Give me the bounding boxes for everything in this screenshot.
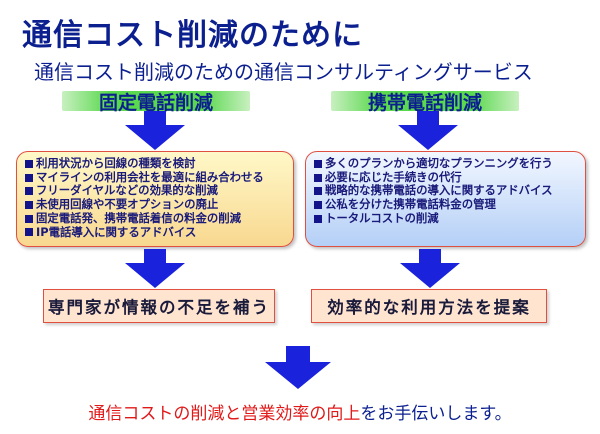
square-bullet-icon <box>25 173 33 182</box>
left-arrow-down-icon <box>125 111 185 150</box>
square-bullet-icon <box>314 187 322 196</box>
right-result-text: 効率的な利用方法を提案 <box>327 298 531 317</box>
list-item: 利用状況から回線の種類を検討 <box>25 156 285 171</box>
list-item: フリーダイヤルなどの効果的な削減 <box>25 184 285 198</box>
left-result-box: 専門家が情報の不足を補う <box>43 289 275 323</box>
right-bullet-box: 多くのプランから適切なプランニングを行う 必要に応じた手続きの代行 戦略的な携帯… <box>305 151 586 247</box>
square-bullet-icon <box>314 159 322 168</box>
left-header: 固定電話削減 <box>98 92 213 114</box>
conclusion-text: 通信コストの削減と営業効率の向上をお手伝いします。 <box>0 399 600 424</box>
list-item: トータルコストの削減 <box>314 211 577 226</box>
conclusion-rest: をお手伝いします。 <box>360 404 512 424</box>
square-bullet-icon <box>25 200 33 209</box>
left-result-text: 専門家が情報の不足を補う <box>48 298 270 317</box>
list-item: 必要に応じた手続きの代行 <box>314 170 577 185</box>
left-bullet-list: 利用状況から回線の種類を検討 マイラインの利用会社を最適に組み合わせる フリーダ… <box>25 156 285 240</box>
left-bullet-box: 利用状況から回線の種類を検討 マイラインの利用会社を最適に組み合わせる フリーダ… <box>16 151 294 247</box>
left-header-bar <box>62 91 250 111</box>
page-subtitle: 通信コスト削減のための通信コンサルティングサービス <box>34 60 533 84</box>
square-bullet-icon <box>314 173 322 182</box>
list-item: 多くのプランから適切なプランニングを行う <box>314 156 577 171</box>
page-title: 通信コスト削減のために <box>22 18 363 53</box>
left-arrow-down-icon-2 <box>125 249 185 288</box>
square-bullet-icon <box>25 159 33 168</box>
square-bullet-icon <box>25 214 33 223</box>
square-bullet-icon <box>314 200 322 209</box>
bottom-arrow-down-icon <box>265 346 331 389</box>
conclusion-highlight: 通信コストの削減と営業効率の向上 <box>88 404 361 424</box>
list-item: 公私を分けた携帯電話料金の管理 <box>314 197 577 212</box>
list-item: マイラインの利用会社を最適に組み合わせる <box>25 170 285 185</box>
right-arrow-down-icon-2 <box>400 249 460 288</box>
square-bullet-icon <box>25 228 33 237</box>
right-arrow-down-icon <box>398 111 458 150</box>
right-bullet-list: 多くのプランから適切なプランニングを行う 必要に応じた手続きの代行 戦略的な携帯… <box>314 156 577 226</box>
right-header: 携帯電話削減 <box>367 92 482 114</box>
list-item: 固定電話発、携帯電話着信の料金の削減 <box>25 211 285 226</box>
list-item: 未使用回線や不要オプションの廃止 <box>25 197 285 212</box>
right-header-bar <box>331 91 519 111</box>
list-item: 戦略的な携帯電話の導入に関するアドバイス <box>314 184 577 198</box>
square-bullet-icon <box>25 187 33 196</box>
list-item: IP電話導入に関するアドバイス <box>25 225 285 240</box>
square-bullet-icon <box>314 214 322 223</box>
right-result-box: 効率的な利用方法を提案 <box>311 289 547 323</box>
